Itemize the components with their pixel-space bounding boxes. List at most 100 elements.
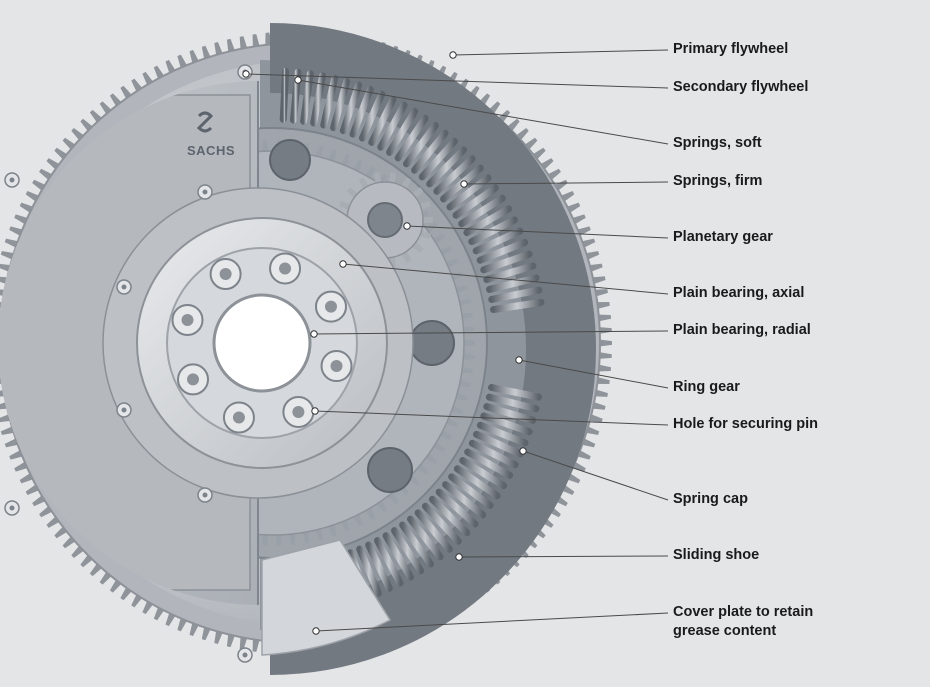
cover-rivet-center — [242, 652, 248, 658]
callout-label-primary-flywheel: Primary flywheel — [673, 41, 789, 57]
spring-coil — [459, 457, 508, 490]
spring-coil — [358, 90, 386, 142]
spring-coil — [279, 67, 290, 123]
spring-coil — [468, 439, 519, 469]
spring-channel — [269, 23, 596, 675]
leader-dot-plain-bearing-radial — [310, 330, 318, 338]
callout-label-plain-bearing-radial: Plain bearing, radial — [673, 322, 811, 338]
carrier-hole — [409, 320, 455, 366]
hub-bolt-socket — [330, 360, 343, 373]
leader-dot-plain-bearing-axial — [339, 260, 347, 268]
leader-line-springs-firm — [463, 181, 669, 185]
spring-coil — [476, 238, 529, 264]
ring-gear-tooth — [597, 351, 612, 360]
leader-line-plain-bearing-axial — [342, 263, 669, 295]
spring-coil — [473, 430, 524, 458]
hub-bolt-socket — [324, 300, 337, 313]
leader-dot-planetary-gear — [403, 222, 411, 230]
spring-coil — [488, 384, 543, 401]
leader-dot-spring-cap — [519, 447, 527, 455]
spring-coil — [368, 95, 397, 146]
leader-line-primary-flywheel — [452, 49, 669, 56]
spring-coil — [453, 465, 501, 500]
ring-gear-tooth — [597, 339, 612, 347]
leader-dot-ring-gear — [515, 356, 523, 364]
carrier-gear-tooth — [261, 140, 269, 154]
spring-coil — [442, 481, 487, 519]
planet-gear-tooth — [420, 216, 433, 224]
cover-rivet-center — [121, 284, 127, 290]
spring-coil — [418, 137, 458, 181]
spring-coil — [480, 250, 533, 274]
hub-bolt-socket — [292, 405, 305, 418]
spring-coil — [435, 488, 479, 528]
spring-coil — [365, 541, 393, 592]
ring-gear-tooth — [596, 314, 612, 322]
planet-gear-bore — [367, 202, 403, 238]
leader-dot-cover-plate — [312, 627, 320, 635]
callout-label-secondary-flywheel: Secondary flywheel — [673, 79, 809, 95]
spring-coil — [399, 521, 435, 568]
hub-bolt-socket — [187, 373, 200, 386]
carrier-gear-tooth — [288, 531, 296, 546]
spring-coil — [373, 537, 404, 587]
spring-coil — [339, 81, 363, 135]
carrier-hole — [367, 447, 413, 493]
hub-bolt-socket — [279, 262, 292, 275]
leader-dot-springs-soft — [294, 76, 302, 84]
spring-coil — [426, 146, 468, 188]
spring-coil — [402, 121, 439, 168]
leader-dot-sliding-shoe — [455, 553, 463, 561]
spring-coil — [480, 412, 533, 436]
spring-coil — [458, 194, 506, 228]
spring-coil — [349, 85, 374, 138]
leader-line-ring-gear — [518, 359, 669, 389]
carrier-gear-tooth — [461, 339, 475, 347]
ring-gear-tooth — [596, 364, 612, 372]
hub-bolts — [171, 252, 353, 434]
spring-coil — [330, 77, 351, 132]
spring-coil — [356, 545, 382, 597]
spring-coil — [428, 495, 471, 537]
spring-coil — [433, 155, 476, 195]
callout-label-plain-bearing-axial: Plain bearing, axial — [673, 285, 805, 301]
spring-coil — [382, 532, 415, 581]
callout-label-sliding-shoe: Sliding shoe — [673, 547, 760, 563]
callout-label-cover-plate: Cover plate to retain grease content — [673, 604, 814, 639]
leader-line-sliding-shoe — [458, 555, 669, 558]
spring-coil — [386, 107, 419, 156]
spring-coil — [406, 515, 444, 561]
spring-coil — [464, 448, 514, 479]
leader-dot-springs-firm — [460, 180, 468, 188]
leader-dot-secondary-flywheel — [242, 70, 250, 78]
leader-line-cover-plate — [315, 612, 669, 632]
cover-rivet-center — [9, 505, 15, 511]
spring-coil — [483, 403, 537, 424]
ring-gear-tooth — [597, 326, 612, 335]
cover-plate-lower — [261, 539, 392, 656]
spring-coil — [476, 421, 529, 447]
carrier-gear-tooth — [261, 532, 269, 546]
carrier-gear-tooth — [275, 532, 283, 546]
spring-coil — [421, 502, 462, 545]
hub-bolt-socket — [181, 313, 194, 326]
callout-label-ring-gear: Ring gear — [673, 379, 740, 395]
spring-coil — [488, 286, 543, 303]
spring-coil — [377, 101, 408, 151]
carrier-gear-tooth — [461, 352, 475, 360]
spring-coil — [446, 174, 492, 211]
carrier-gear-tooth — [461, 326, 475, 334]
spring-coil — [483, 262, 537, 284]
leader-line-springs-soft — [297, 79, 669, 145]
cover-rivet-center — [121, 407, 127, 413]
spring-coil — [390, 527, 425, 575]
leader-line-planetary-gear — [406, 225, 669, 239]
spring-coil — [394, 114, 429, 162]
spring-coil — [489, 298, 545, 314]
callout-label-hole-securing-pin: Hole for securing pin — [673, 416, 819, 432]
leader-dot-primary-flywheel — [449, 51, 457, 59]
leader-line-hole-securing-pin — [314, 410, 669, 426]
hub-bolt-socket — [219, 268, 232, 281]
